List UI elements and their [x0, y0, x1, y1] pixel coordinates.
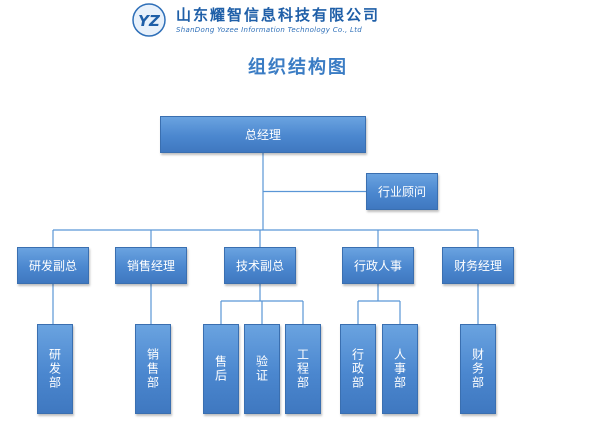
node-dept-2-unit-0: 售后	[203, 324, 239, 414]
node-dept-2-unit-1: 验证	[244, 324, 280, 414]
node-sales-manager: 销售经理	[115, 247, 187, 284]
node-dept-0-unit-0: 研发部	[37, 324, 73, 414]
company-name-en: ShanDong Yozee Information Technology Co…	[176, 26, 363, 34]
node-tech-vp: 技术副总	[224, 247, 296, 284]
header: YZ 山东耀智信息科技有限公司 ShanDong Yozee Informati…	[0, 0, 596, 48]
company-name-cn: 山东耀智信息科技有限公司	[176, 6, 381, 24]
logo-text: YZ	[138, 12, 161, 30]
node-admin-hr: 行政人事	[342, 247, 414, 284]
node-industry-advisor: 行业顾问	[366, 173, 438, 210]
node-general-manager: 总经理	[160, 116, 366, 153]
node-dept-3-unit-0: 行政部	[340, 324, 376, 414]
company-logo: YZ	[132, 3, 166, 37]
node-dept-3-unit-1: 人事部	[382, 324, 418, 414]
page-title: 组织结构图	[248, 57, 348, 78]
node-dept-1-unit-0: 销售部	[135, 324, 171, 414]
node-finance-manager: 财务经理	[442, 247, 514, 284]
node-dept-2-unit-2: 工程部	[285, 324, 321, 414]
node-rd-vp: 研发副总	[17, 247, 89, 284]
node-dept-4-unit-0: 财务部	[460, 324, 496, 414]
